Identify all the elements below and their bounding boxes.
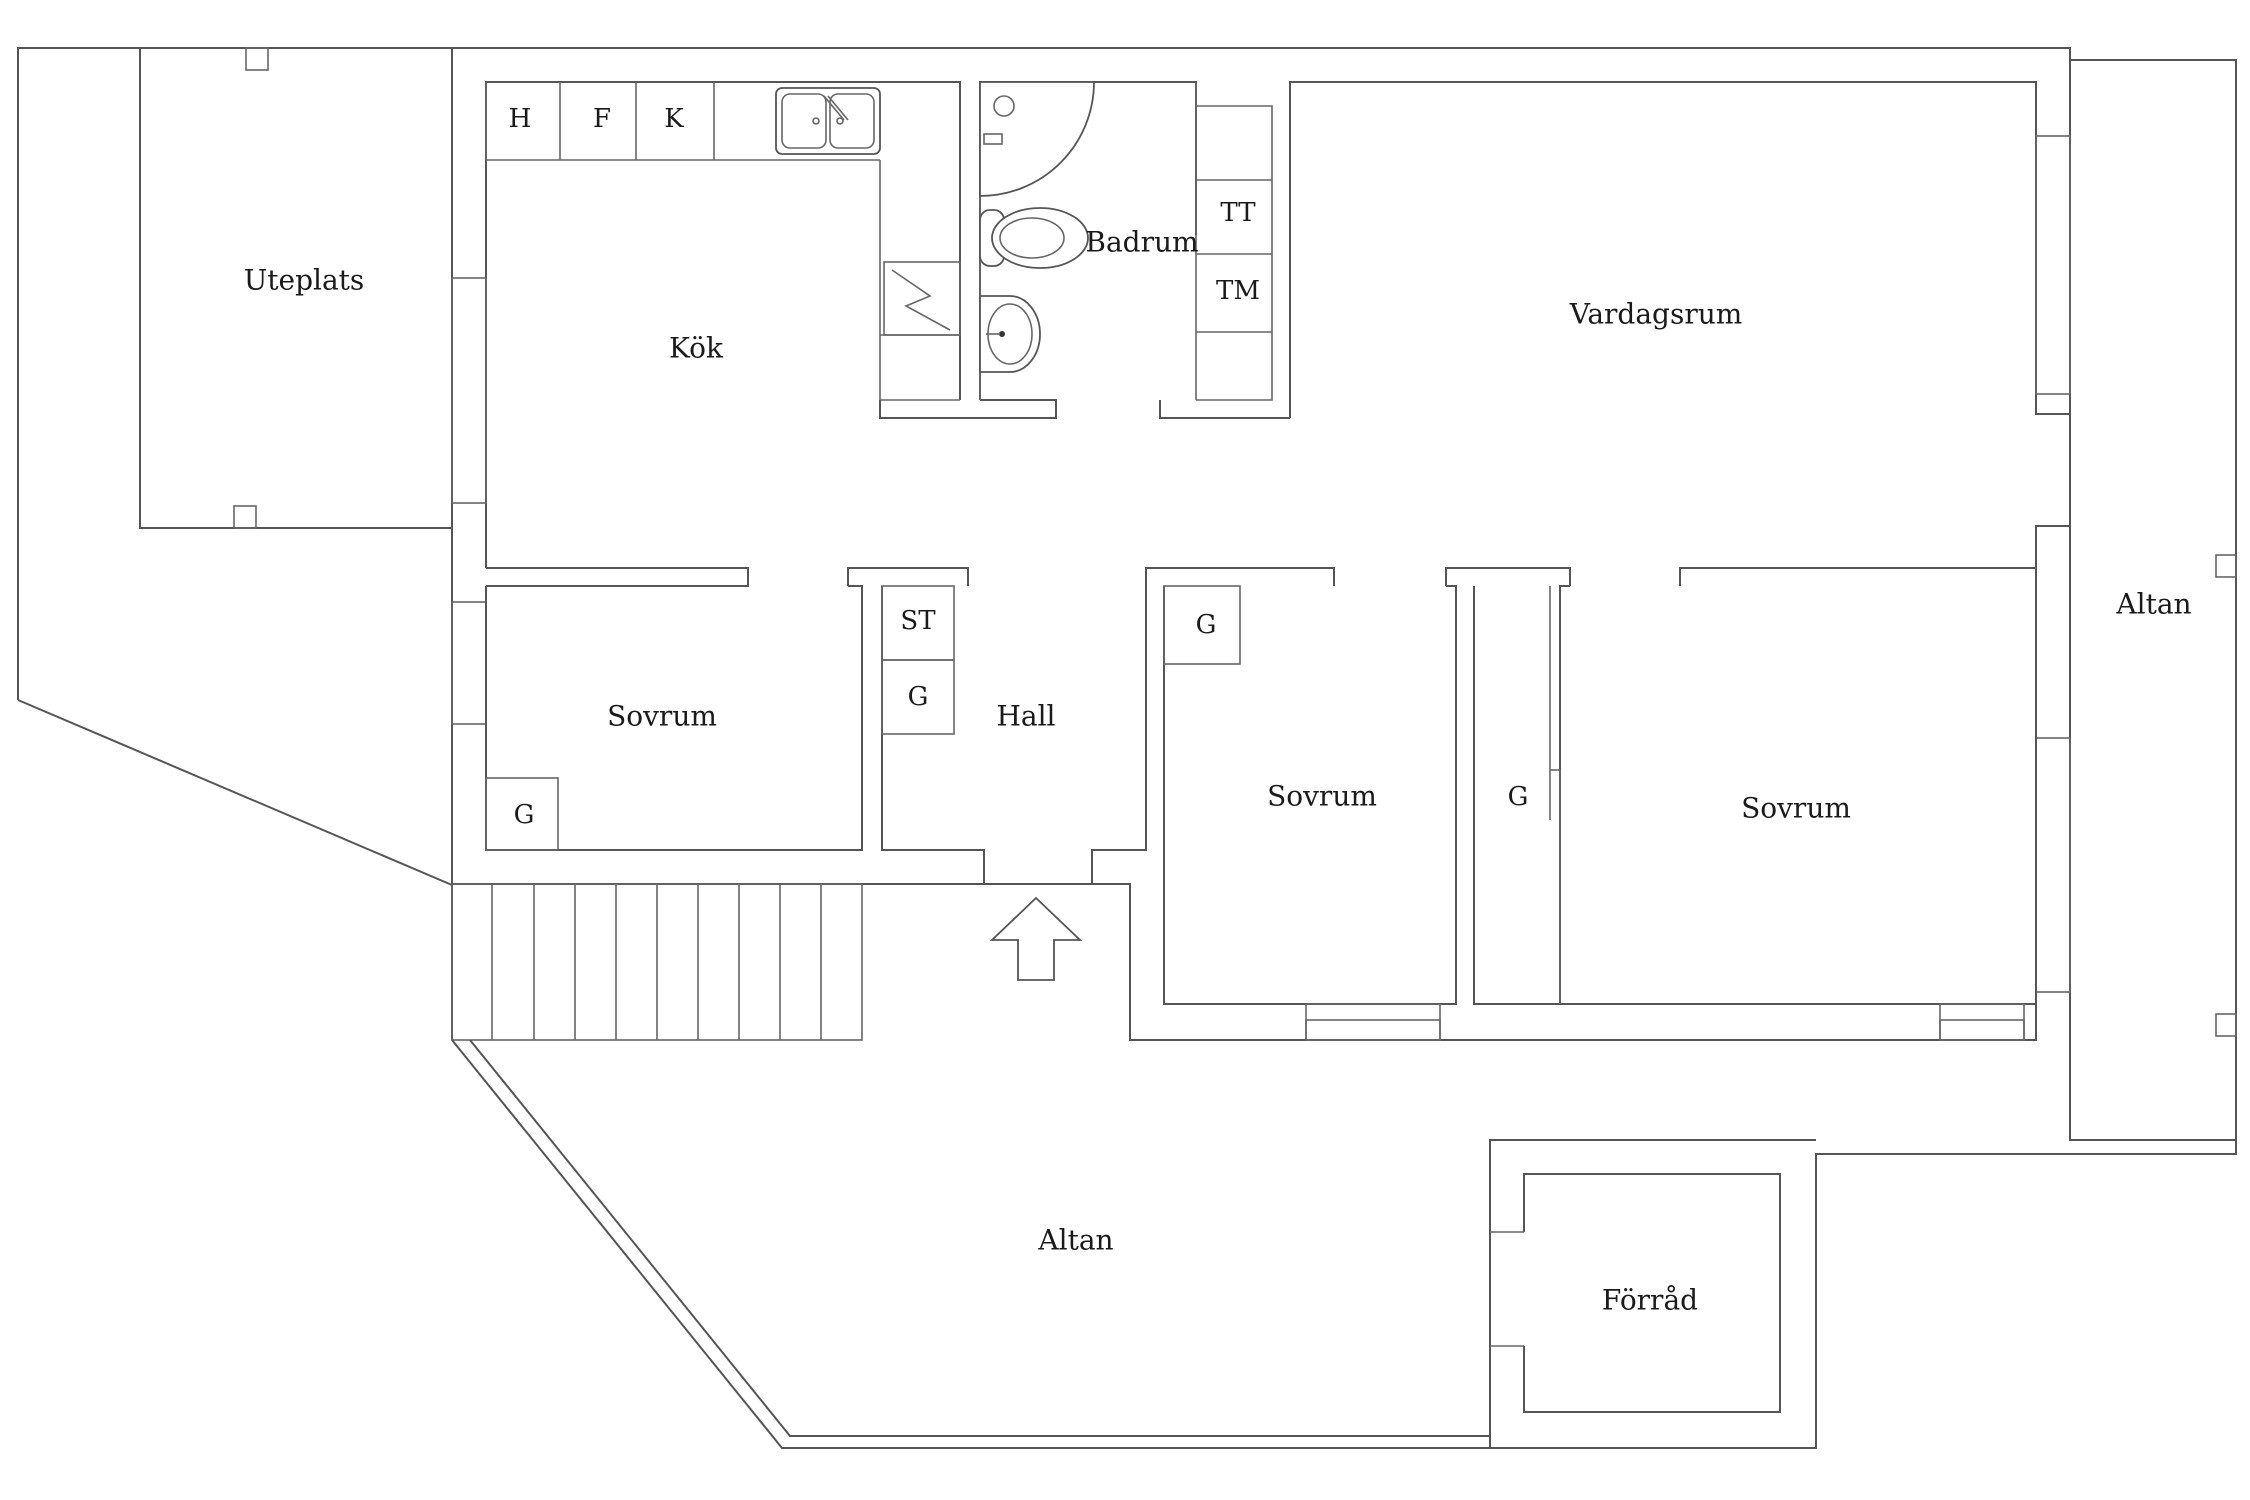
room-label-uteplats: Uteplats: [244, 264, 365, 297]
toilet-icon: [979, 207, 1089, 269]
room-label-kok: Kök: [669, 332, 724, 365]
wardrobe-sovrum-left-label: G: [514, 800, 535, 830]
room-label-vardagsrum: Vardagsrum: [1569, 298, 1743, 331]
room-label-sovrum-left: Sovrum: [607, 700, 717, 733]
wardrobe-sovrum-mid-label: G: [1196, 610, 1217, 640]
forrad-outline: [1490, 1173, 1781, 1413]
room-label-forrad: Förråd: [1602, 1284, 1698, 1317]
washer-label: TT: [1220, 198, 1256, 228]
washbasin-icon: [979, 295, 1041, 373]
uteplats-outline: [139, 47, 452, 529]
dryer-label: TM: [1216, 276, 1260, 306]
altan-bottom-outline: [451, 1039, 2237, 1449]
hob-label: H: [509, 104, 532, 134]
room-label-sovrum-mid: Sovrum: [1267, 780, 1377, 813]
entrance-stairs: [451, 883, 863, 1041]
room-label-hall: Hall: [996, 700, 1055, 733]
room-label-altan-right: Altan: [2115, 588, 2191, 621]
room-label-altan-bottom: Altan: [1037, 1224, 1113, 1257]
fridge-label: K: [664, 104, 684, 134]
shower-icon: [979, 81, 1095, 197]
wardrobe-corridor-label: G: [1508, 782, 1529, 812]
hall-wardrobe-label: G: [908, 682, 929, 712]
sink-icon: [775, 87, 881, 155]
room-label-badrum: Badrum: [1085, 226, 1198, 259]
storage-label: ST: [900, 606, 936, 636]
fireplace-icon: [891, 269, 951, 331]
room-label-sovrum-right: Sovrum: [1741, 792, 1851, 825]
freezer-label: F: [593, 104, 611, 134]
site-outline: [17, 47, 2071, 886]
entrance-arrow-icon: [989, 896, 1083, 981]
house-walls: [451, 48, 2237, 1141]
